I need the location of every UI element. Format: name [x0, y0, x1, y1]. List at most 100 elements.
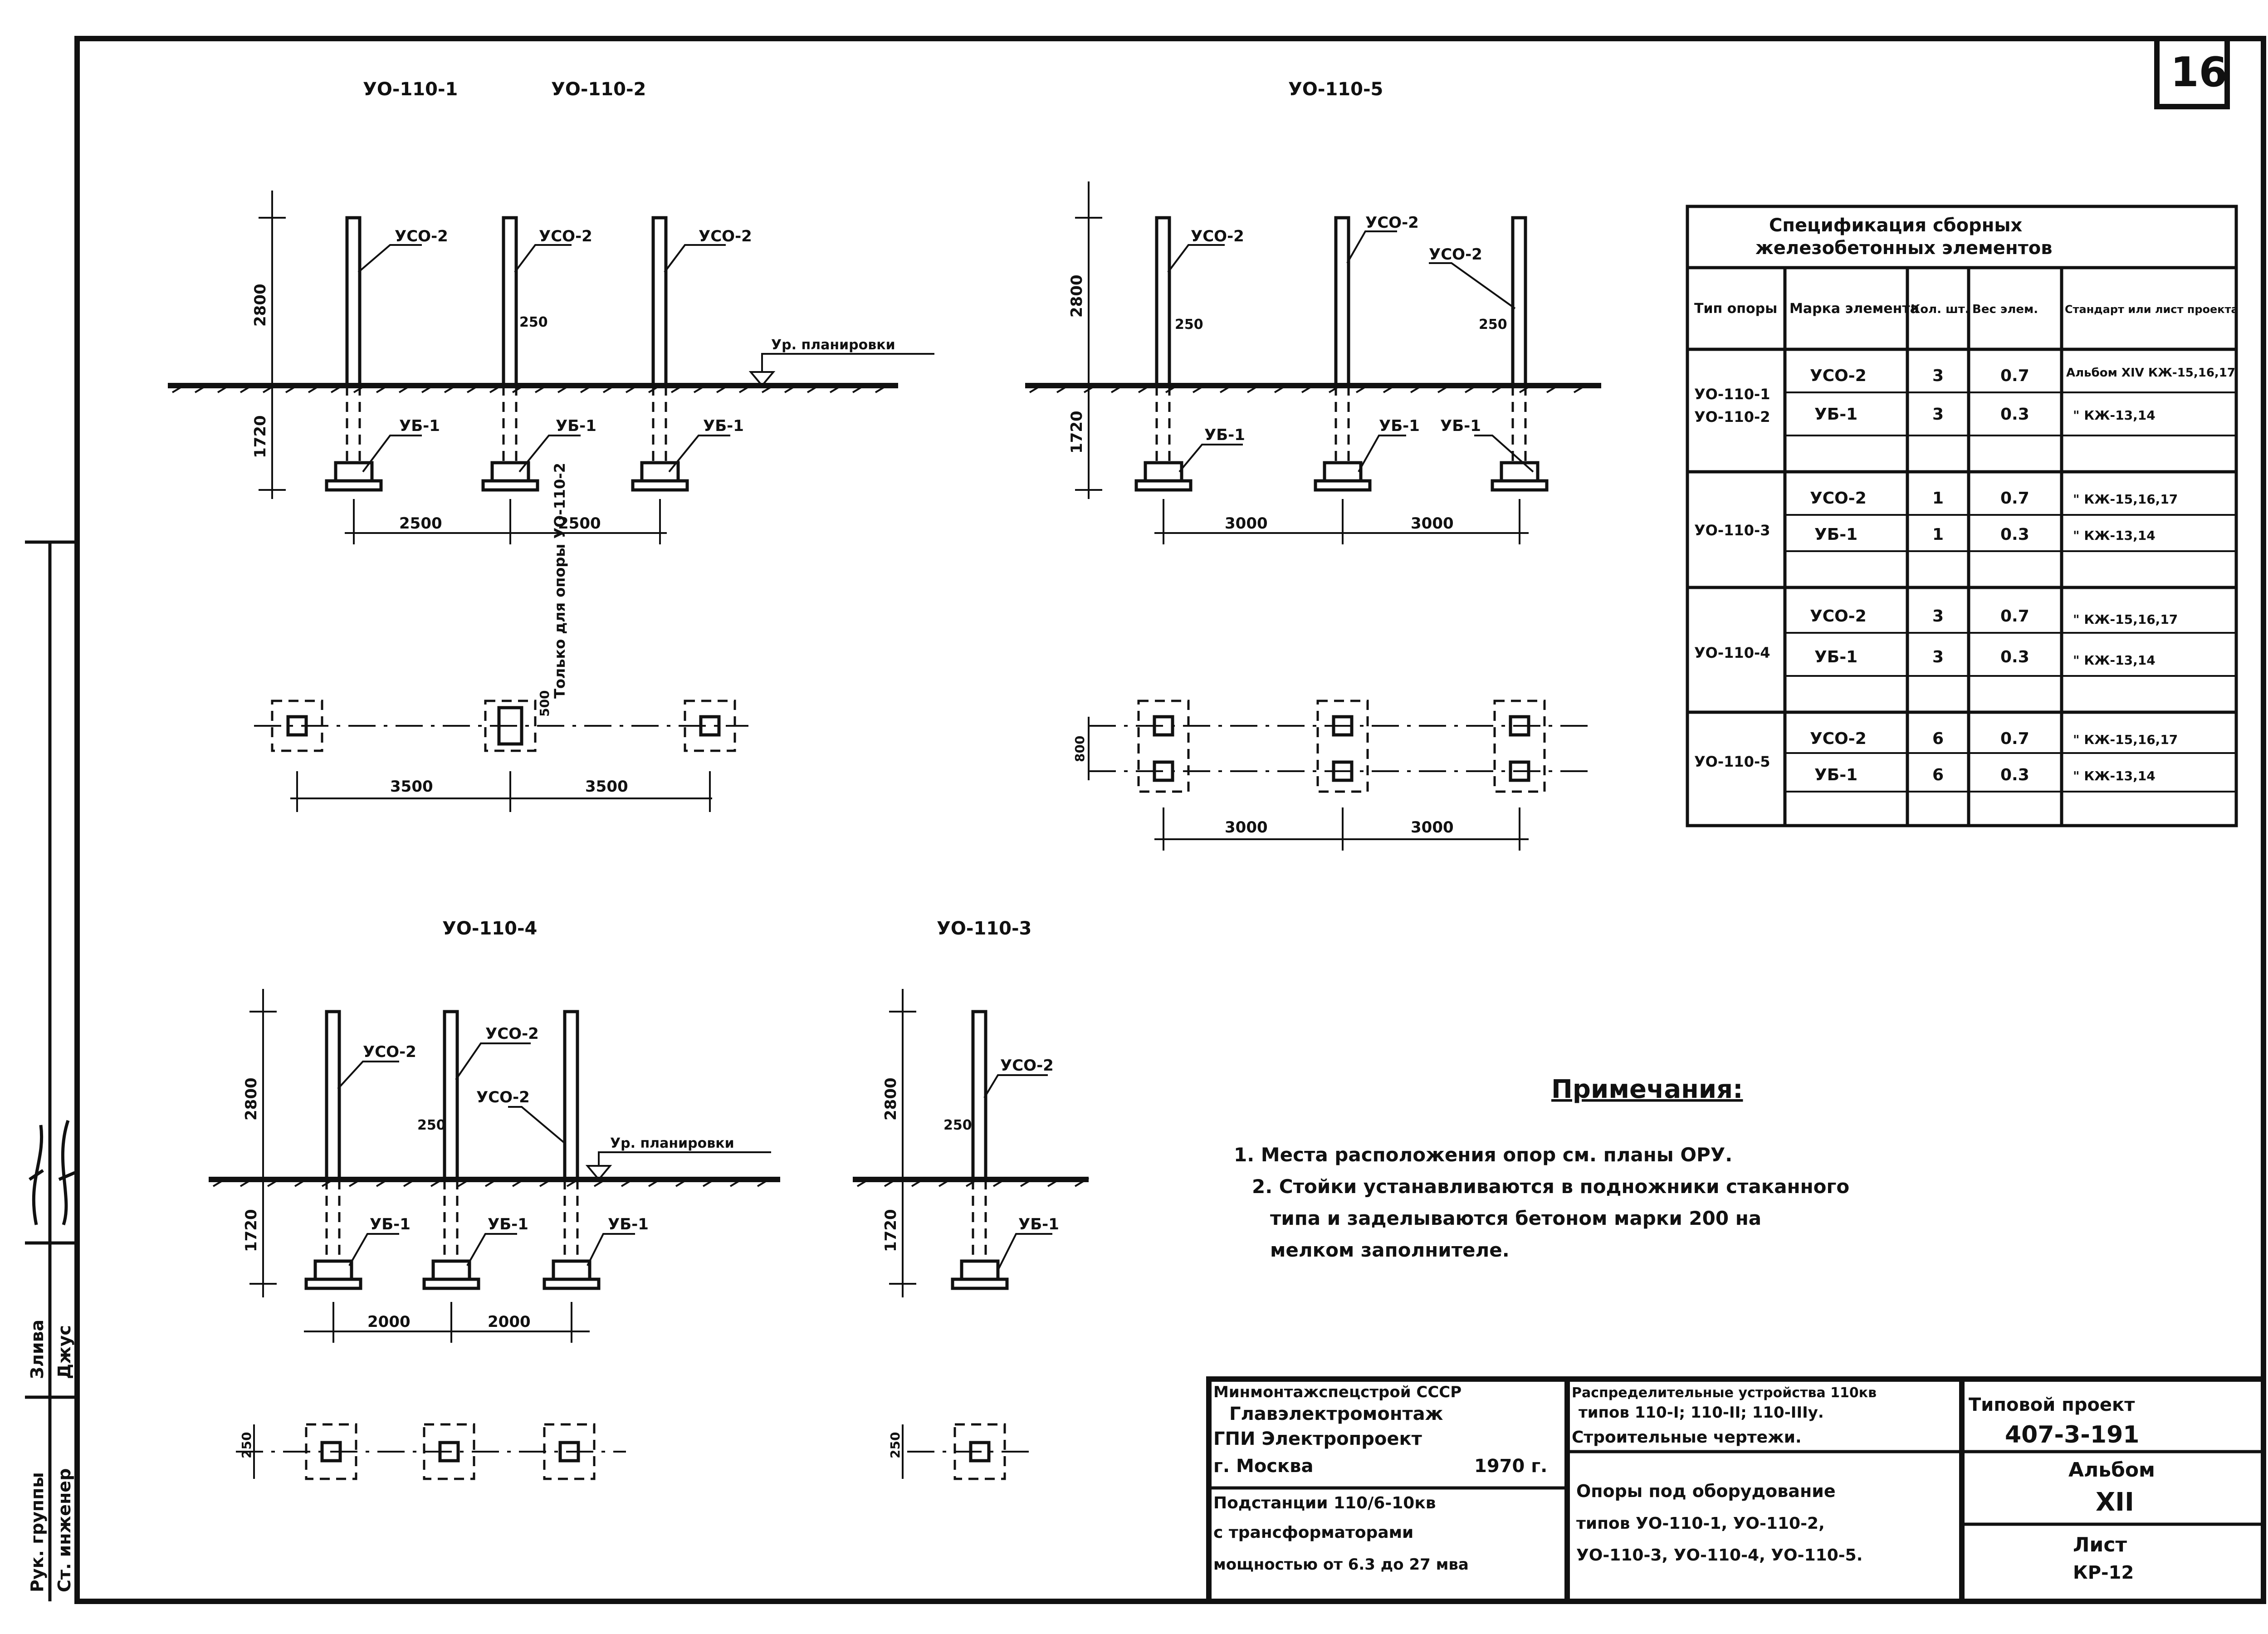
label-ub1-tr-2: УБ-1: [1379, 417, 1420, 435]
column-3-bl: [543, 1010, 601, 1290]
view-title-uo-110-2: УО-110-2: [551, 79, 646, 100]
view-uo-110-4: УО-110-4 2800 1720 УСО-2 УСО-2 УСО-2 250…: [209, 918, 780, 1480]
spec-std-1b: " КЖ-13,14: [2073, 408, 2156, 423]
view-title-uo-110-5: УО-110-5: [1288, 79, 1383, 100]
dim-250-tr-1: 250: [1175, 317, 1203, 333]
spec-weight-2a: 0.7: [2000, 489, 2029, 508]
tb-drawing-2: типов УО-110-1, УО-110-2,: [1576, 1514, 1825, 1533]
label-uso2-tl-2: УСО-2: [539, 227, 592, 245]
dim-500-plan: 500: [537, 690, 552, 717]
column-3-tl: [631, 216, 689, 492]
tb-project-no: 407-3-191: [2005, 1421, 2139, 1448]
column-1-tr: [1134, 216, 1193, 492]
spec-qty-3a: 3: [1932, 607, 1944, 626]
label-uso2-bl-2: УСО-2: [485, 1025, 539, 1043]
label-ub1-tl-3: УБ-1: [703, 417, 744, 435]
signature-2: [58, 1120, 76, 1226]
side-stamp-name-2: Джус: [54, 1325, 74, 1379]
tb-object-2: с трансформаторами: [1213, 1523, 1413, 1542]
note-line-4: мелком заполнителе.: [1270, 1239, 1510, 1261]
spec-table: Спецификация сборных железобетонных элем…: [1686, 205, 2239, 827]
label-ub1-bl-3: УБ-1: [608, 1215, 649, 1233]
tb-drawing-3: УО-110-3, УО-110-4, УО-110-5.: [1576, 1546, 1862, 1565]
view-title-uo-110-4: УО-110-4: [442, 918, 537, 939]
spec-qty-3b: 3: [1932, 648, 1944, 666]
spec-qty-2a: 1: [1932, 489, 1944, 508]
dim-2800-bl: 2800: [242, 1077, 260, 1120]
label-uso2-bm: УСО-2: [1000, 1057, 1054, 1075]
tb-org-2: Главэлектромонтаж: [1229, 1404, 1443, 1424]
spec-mark-4a: УСО-2: [1810, 729, 1867, 748]
column-3-tr: [1491, 216, 1549, 492]
label-ub1-tr-1: УБ-1: [1204, 426, 1245, 444]
dim-3000-tr-2: 3000: [1411, 514, 1454, 533]
sheet-number: 16: [2170, 49, 2227, 96]
spec-weight-1a: 0.7: [2000, 367, 2029, 385]
dim-800-plan: 800: [1072, 736, 1087, 762]
spec-std-1a: Альбом XIV КЖ-15,16,17: [2066, 366, 2235, 380]
label-only-for: Только для опоры УО-110-2: [551, 463, 568, 699]
spec-std-2b: " КЖ-13,14: [2073, 528, 2156, 543]
spec-weight-1b: 0.3: [2000, 405, 2029, 424]
tb-org-3: ГПИ Электропроект: [1213, 1429, 1422, 1449]
spec-mark-1b: УБ-1: [1814, 405, 1857, 424]
spec-weight-4b: 0.3: [2000, 766, 2029, 784]
label-uso2-tr-2: УСО-2: [1365, 214, 1419, 232]
view-uo-110-3: УО-110-3 2800 1720 УСО-2 УБ-1 250 250: [853, 918, 1090, 1480]
tb-object-1: Подстанции 110/6-10кв: [1213, 1494, 1436, 1512]
notes-title: Примечания:: [1551, 1075, 1743, 1104]
dim-2500-tl-2: 2500: [558, 514, 601, 533]
label-uso2-bl-1: УСО-2: [363, 1043, 416, 1061]
tb-org-1: Минмонтажспецстрой СССР: [1213, 1383, 1461, 1401]
dim-3000-tr-4: 3000: [1411, 818, 1454, 837]
spec-weight-3a: 0.7: [2000, 607, 2029, 626]
label-ub1-tl-1: УБ-1: [399, 417, 440, 435]
dim-3000-tr-3: 3000: [1225, 818, 1268, 837]
spec-qty-4a: 6: [1932, 729, 1944, 748]
view-uo-110-1-2: УО-110-1 УО-110-2 2800 1720 УСО-2: [168, 79, 934, 812]
dim-250-plan-bl: 250: [239, 1432, 254, 1458]
dim-1720-tr: 1720: [1068, 411, 1086, 454]
column-1-bl: [304, 1010, 362, 1290]
tb-object-3: мощностью от 6.3 до 27 мва: [1213, 1556, 1469, 1574]
spec-header-std: Стандарт или лист проекта: [2065, 303, 2239, 316]
spec-type-4: УО-110-5: [1694, 753, 1770, 770]
label-ground-bl: Ур. планировки: [610, 1135, 734, 1151]
tb-year: 1970 г.: [1474, 1456, 1547, 1477]
view-title-uo-110-1: УО-110-1: [363, 79, 458, 100]
spec-std-2a: " КЖ-15,16,17: [2073, 492, 2178, 507]
spec-qty-1a: 3: [1932, 367, 1944, 385]
spec-std-3a: " КЖ-15,16,17: [2073, 612, 2178, 627]
tb-drawing-1: Опоры под оборудование: [1576, 1481, 1836, 1501]
dim-2800-tr: 2800: [1068, 274, 1086, 318]
spec-weight-4a: 0.7: [2000, 729, 2029, 748]
dim-250-bl: 250: [417, 1117, 446, 1133]
dim-2800-tl: 2800: [251, 284, 269, 327]
notes: Примечания: 1. Места расположения опор с…: [1234, 1075, 1849, 1261]
tb-section-2: типов 110-I; 110-II; 110-IIIу.: [1579, 1404, 1824, 1422]
spec-header-qty: Кол. шт.: [1911, 303, 1970, 316]
spec-weight-3b: 0.3: [2000, 648, 2029, 666]
side-stamp-role-1: Рук. группы: [27, 1472, 47, 1592]
spec-mark-2b: УБ-1: [1814, 525, 1857, 544]
spec-std-3b: " КЖ-13,14: [2073, 653, 2156, 668]
spec-mark-3a: УСО-2: [1810, 607, 1867, 626]
label-uso2-tl-3: УСО-2: [699, 227, 752, 245]
dim-3500-tl-2: 3500: [585, 778, 628, 796]
dim-3500-tl-1: 3500: [390, 778, 433, 796]
signature-1: [29, 1125, 44, 1225]
side-stamp: Рук. группы Ст. инженер Злива Джус: [25, 540, 80, 1601]
column-2-bl: [422, 1010, 480, 1290]
spec-std-4a: " КЖ-15,16,17: [2073, 732, 2178, 747]
tb-section-1: Распределительные устройства 110кв: [1572, 1385, 1877, 1401]
label-uso2-bl-3: УСО-2: [476, 1088, 530, 1106]
spec-header-type: Тип опоры: [1694, 301, 1777, 317]
dim-250-bm: 250: [943, 1117, 972, 1133]
dim-1720-bl: 1720: [242, 1209, 260, 1252]
spec-weight-2b: 0.3: [2000, 525, 2029, 544]
spec-mark-1a: УСО-2: [1810, 367, 1867, 385]
spec-std-4b: " КЖ-13,14: [2073, 768, 2156, 783]
label-uso2-tr-1: УСО-2: [1191, 227, 1244, 245]
